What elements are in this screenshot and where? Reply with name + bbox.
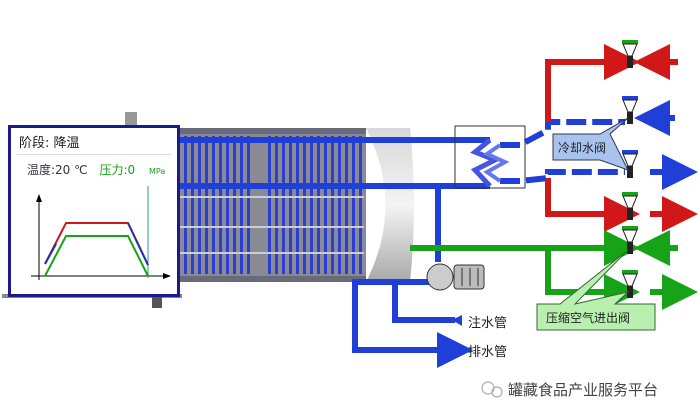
basket-bar	[303, 136, 306, 274]
basket-bar	[275, 136, 278, 274]
basket-bar	[219, 136, 222, 274]
basket-rail	[180, 196, 364, 198]
basket-bar	[198, 136, 201, 274]
basket-bar	[352, 136, 355, 274]
basket-bar	[240, 136, 243, 274]
retort-vessel	[176, 128, 414, 282]
stage-value: 降温	[53, 136, 80, 151]
basket-bar	[233, 136, 236, 274]
valve-icon	[622, 40, 638, 68]
basket-bar	[268, 136, 271, 274]
basket-bar	[205, 136, 208, 274]
air-valve-label: 压缩空气进出阀	[546, 311, 631, 325]
basket-bar	[345, 136, 348, 274]
basket-bar	[338, 136, 341, 274]
basket-rail	[180, 252, 364, 254]
pressure-label: 压力:0	[99, 163, 136, 177]
basket-bar	[331, 136, 334, 274]
temp-label: 温度:	[27, 163, 56, 177]
basket-bar	[324, 136, 327, 274]
basket-bar	[226, 136, 229, 274]
heat-exchanger-coil	[470, 138, 502, 188]
process-curve-chart	[31, 186, 171, 280]
stage-row: 阶段: 降温	[19, 132, 80, 151]
temp-value: 20 ℃	[55, 163, 88, 177]
cooling-valve-callout-shape	[552, 117, 630, 171]
basket-bar	[359, 136, 362, 274]
basket-bar	[296, 136, 299, 274]
basket-bar	[191, 136, 194, 274]
basket-bars	[180, 136, 364, 274]
valve-icon	[622, 226, 638, 254]
valve-icon	[622, 270, 638, 298]
pump	[426, 263, 485, 291]
watermark-logo-icon	[481, 381, 503, 398]
basket-bar	[184, 136, 187, 274]
leg	[152, 290, 162, 308]
air-valve-callout-shape	[536, 249, 656, 331]
inlet-pipe-label: 注水管	[468, 316, 508, 331]
basket-bar	[310, 136, 313, 274]
valves	[622, 40, 638, 298]
readout-row: 温度:20 ℃ 压力:0 MPa	[27, 161, 165, 178]
cooling-water-pipes	[180, 100, 698, 368]
valve-icon	[622, 192, 638, 220]
basket-bar	[282, 136, 285, 274]
pressure-unit: MPa	[148, 167, 166, 176]
steam-pipes	[545, 44, 698, 232]
status-panel: 阶段: 降温 温度:20 ℃ 压力:0 MPa	[8, 125, 180, 297]
basket-bar	[212, 136, 215, 274]
basket-bar	[247, 136, 250, 274]
valve-icon	[622, 96, 638, 124]
top-mount	[125, 112, 137, 126]
cooling-valve-label: 冷却水阀	[558, 141, 607, 155]
pressure-curve	[44, 235, 149, 277]
basket-bar	[317, 136, 320, 274]
basket-rail	[180, 226, 364, 228]
outlet-pipe-label: 排水管	[468, 345, 508, 360]
y-axis-arrow	[36, 194, 42, 202]
compressed-air-pipes	[410, 230, 698, 310]
heat-exchanger	[454, 125, 526, 189]
stage-label: 阶段:	[19, 136, 50, 151]
basket-bar	[289, 136, 292, 274]
valve-icon	[622, 150, 638, 178]
watermark-text: 罐藏食品产业服务平台	[508, 381, 659, 399]
x-axis-arrow	[163, 273, 171, 279]
